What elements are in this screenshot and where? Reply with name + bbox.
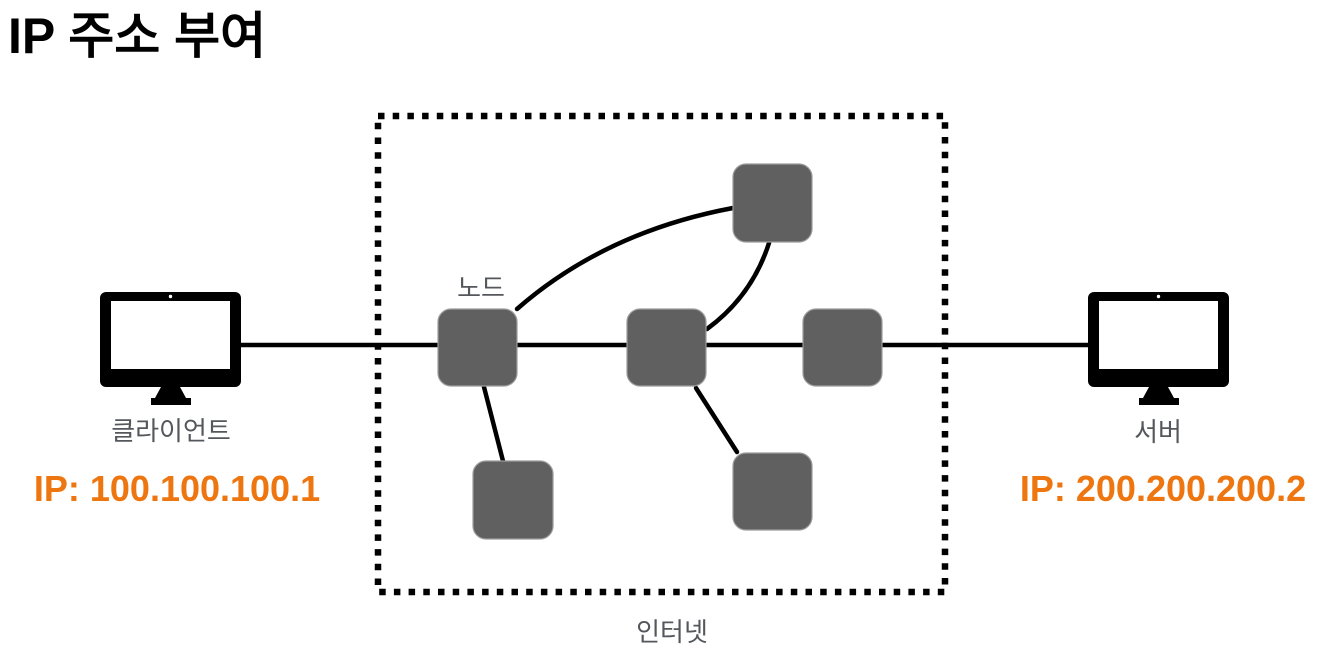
curve-topnode-centernode: [704, 240, 772, 332]
node-middle-right: [802, 308, 883, 387]
node-label: 노드: [457, 273, 505, 303]
server-monitor-camera-dot: [1156, 294, 1161, 299]
curve-leftnode-topnode: [514, 205, 736, 312]
client-monitor-camera-dot: [168, 294, 173, 299]
server-monitor-stand: [1143, 387, 1174, 398]
client-label: 클라이언트: [111, 416, 231, 446]
node-bottom-left: [472, 460, 554, 540]
server-monitor-icon: [1088, 292, 1229, 405]
internet-label: 인터넷: [636, 617, 708, 647]
server-label: 서버: [1134, 417, 1182, 447]
node-top: [732, 163, 813, 243]
internet-boundary-box: [374, 112, 949, 596]
client-monitor-stand: [155, 387, 186, 398]
node-bottom-right: [732, 452, 813, 531]
page-title: IP 주소 부여: [8, 8, 266, 64]
line-centernode-bottomrightnode: [693, 385, 740, 455]
line-leftnode-bottomleftnode: [481, 384, 506, 464]
server-monitor-base: [1139, 398, 1179, 405]
server-monitor-screen: [1099, 301, 1218, 369]
client-ip-text: IP: 100.100.100.1: [34, 468, 320, 509]
client-monitor-screen: [111, 301, 230, 369]
client-monitor-icon: [100, 292, 241, 405]
node-middle-left: [437, 308, 518, 387]
client-monitor-base: [151, 398, 191, 405]
node-middle-center: [626, 308, 707, 387]
server-ip-text: IP: 200.200.200.2: [1020, 468, 1306, 509]
